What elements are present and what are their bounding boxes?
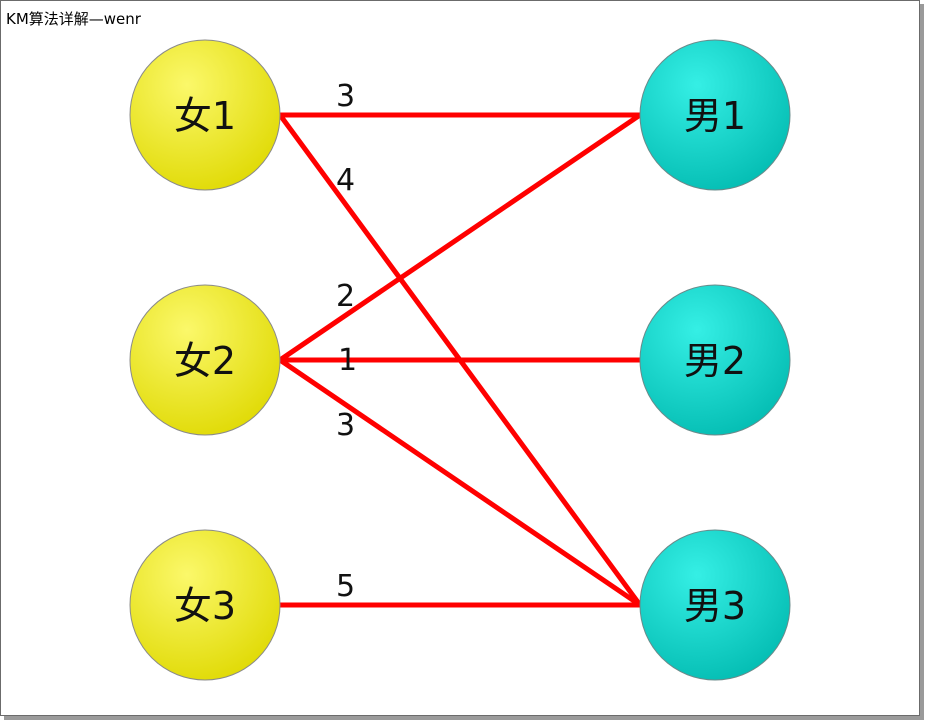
male-node-2-label: 男2 — [684, 339, 746, 383]
frame-shadow-right — [920, 4, 924, 718]
male-node-1-label: 男1 — [684, 94, 746, 138]
male-node-3: 男3 — [639, 529, 791, 681]
male-node-2: 男2 — [639, 284, 791, 436]
female-node-2-circle — [129, 284, 281, 436]
edge-line-f2-m3 — [277, 357, 643, 608]
male-node-1-circle — [639, 39, 791, 191]
female-node-1: 女1 — [129, 39, 281, 191]
edge-weight-f3-m3: 5 — [336, 569, 355, 604]
edge-weight-f2-m3: 3 — [336, 408, 355, 443]
male-node-1: 男1 — [639, 39, 791, 191]
edge-layer — [277, 112, 643, 608]
female-node-1-circle — [129, 39, 281, 191]
female-node-2-label: 女2 — [174, 339, 236, 383]
female-node-3-label: 女3 — [174, 584, 236, 628]
edge-line-f2-m1 — [277, 112, 643, 363]
frame-shadow-bottom — [4, 716, 924, 720]
diagram-title: KM算法详解—wenr — [6, 10, 141, 28]
edge-weight-f2-m1: 2 — [336, 279, 355, 314]
edge-weight-f2-m2: 1 — [338, 343, 357, 378]
male-node-3-circle — [639, 529, 791, 681]
male-node-3-label: 男3 — [684, 584, 746, 628]
female-node-2: 女2 — [129, 284, 281, 436]
female-node-1-label: 女1 — [174, 94, 236, 138]
weight-layer: 3 4 2 1 3 5 — [336, 79, 357, 604]
edge-weight-f1-m3: 4 — [336, 163, 355, 198]
male-node-2-circle — [639, 284, 791, 436]
edge-weight-f1-m1: 3 — [336, 79, 355, 114]
female-node-3: 女3 — [129, 529, 281, 681]
female-node-3-circle — [129, 529, 281, 681]
